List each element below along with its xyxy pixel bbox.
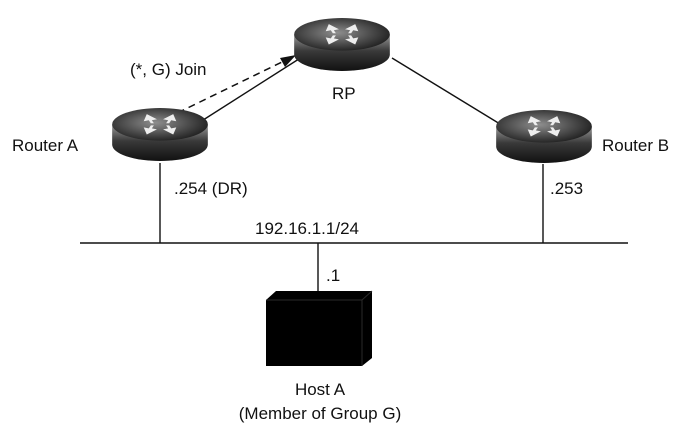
link-rp-routerb (391, 57, 501, 125)
router-icon (294, 18, 390, 71)
link-routera-rp (199, 56, 303, 123)
router-a-label: Router A (12, 136, 79, 155)
join-arrow (166, 61, 283, 119)
subnet-label: 192.16.1.1/24 (255, 219, 359, 238)
host-description-label: (Member of Group G) (238, 404, 402, 423)
host-name-label: Host A (294, 380, 346, 399)
join-label: (*, G) Join (130, 60, 207, 79)
join-arrowhead (280, 55, 296, 67)
router-icon (496, 110, 592, 163)
router-a-address: .254 (DR) (174, 179, 248, 198)
router-b-label: Router B (602, 136, 670, 155)
host-address: .1 (326, 266, 341, 285)
rp-label: RP (332, 84, 356, 103)
host-icon (266, 290, 373, 366)
router-icon (112, 108, 208, 161)
router-b-address: .253 (550, 179, 584, 198)
